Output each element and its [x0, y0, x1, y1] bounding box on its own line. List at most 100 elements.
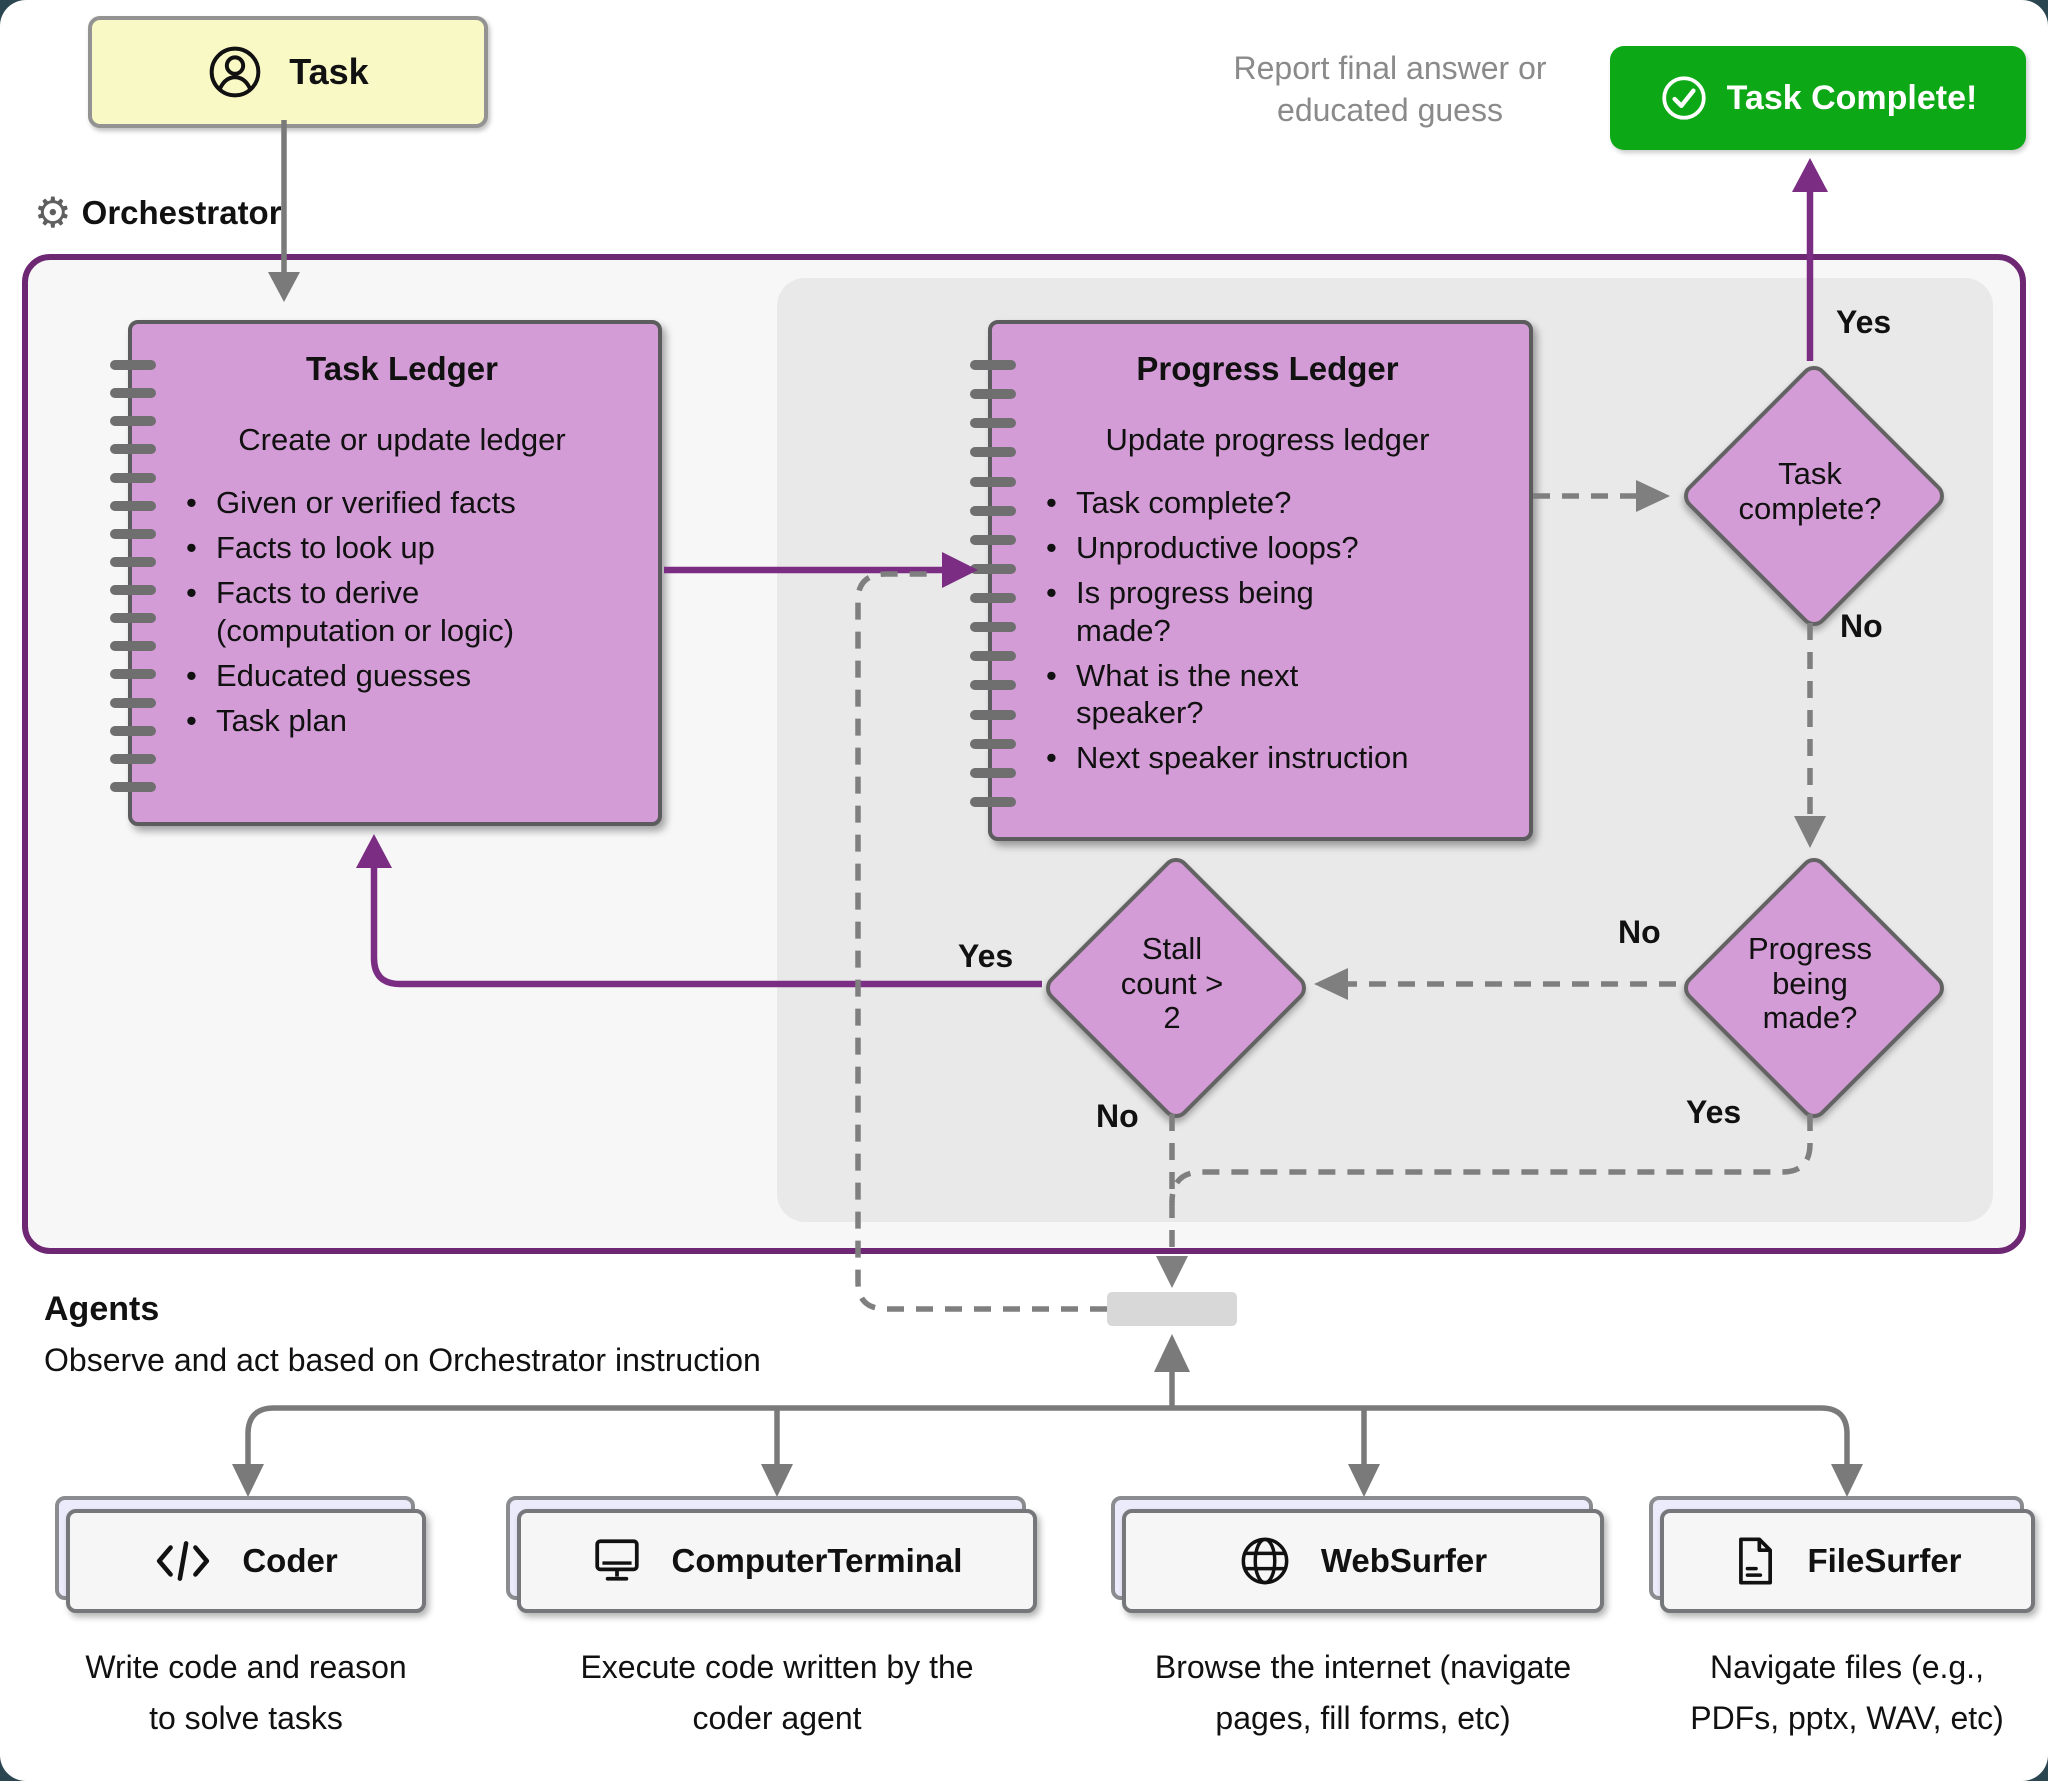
- ledger-item: Task complete?: [1036, 484, 1499, 521]
- globe-icon: [1241, 1537, 1289, 1585]
- code-icon: [157, 1541, 210, 1581]
- ledger-item: Facts to look up: [176, 529, 628, 566]
- arrowhead: [1156, 1256, 1188, 1288]
- notebook-ring: [970, 505, 1016, 516]
- label-progress-no: No: [1618, 914, 1661, 950]
- task-ledger-intro: Create or update ledger: [238, 422, 566, 457]
- notebook-ring: [970, 796, 1016, 807]
- notebook-ring: [970, 418, 1016, 429]
- progress-ledger-items: Task complete? Unproductive loops? Is prog…: [1036, 484, 1499, 777]
- arrowhead: [232, 1464, 264, 1497]
- monitor-icon: [594, 1539, 639, 1581]
- decision-stall-count: Stall count > 2: [1040, 852, 1312, 1124]
- agents-subheading: Observe and act based on Orchestrator in…: [44, 1342, 761, 1378]
- notebook-ring: [110, 697, 156, 708]
- notebook-ring: [970, 447, 1016, 458]
- progress-ledger-intro: Update progress ledger: [1105, 422, 1430, 457]
- label-stall-no: No: [1096, 1098, 1139, 1134]
- agent-desc-computerterminal: Execute code written by the coder agent: [580, 1649, 974, 1737]
- decision-progress-text: Progress being made?: [1747, 930, 1873, 1036]
- notebook-rings: [970, 360, 1016, 807]
- label-progress-yes: Yes: [1686, 1094, 1742, 1130]
- ledger-item: Educated guesses: [176, 657, 628, 694]
- task-ledger: Task Ledger Create or update ledger Give…: [110, 320, 662, 826]
- arrowhead: [1831, 1464, 1863, 1497]
- file-icon: [1739, 1537, 1773, 1585]
- notebook-ring: [110, 360, 156, 370]
- ledger-item: Is progress being made?: [1036, 574, 1499, 648]
- edge-agents-branches: [245, 1405, 1850, 1464]
- task-complete-label: Task Complete!: [1726, 78, 1978, 117]
- notebook-ring: [970, 680, 1016, 691]
- agent-desc-websurfer: Browse the internet (navigate pages, fil…: [1154, 1649, 1572, 1737]
- ledger-item: Next speaker instruction: [1036, 739, 1499, 776]
- decision-progress-being-made: Progress being made?: [1678, 852, 1950, 1124]
- notebook-ring: [970, 563, 1016, 574]
- task-ledger-title: Task Ledger: [306, 350, 498, 387]
- notebook-ring: [110, 725, 156, 736]
- task-ledger-items: Given or verified factsFacts to look upF…: [176, 484, 628, 739]
- arrowhead: [1792, 158, 1828, 192]
- agent-name: ComputerTerminal: [671, 1542, 963, 1579]
- notebook-ring: [970, 709, 1016, 720]
- notebook-ring: [970, 622, 1016, 633]
- agents-connector-stub: [1107, 1292, 1237, 1326]
- notebook-ring: [110, 500, 156, 511]
- notebook-ring: [970, 651, 1016, 662]
- notebook-ring: [970, 593, 1016, 603]
- ledger-item: Unproductive loops?: [1036, 529, 1499, 566]
- card-front: Coder: [66, 1509, 426, 1613]
- card-front: ComputerTerminal: [517, 1509, 1037, 1613]
- notebook-ring: [970, 476, 1016, 487]
- report-note: Report final answer or educated guess: [1233, 50, 1547, 128]
- arrowhead: [1154, 1334, 1190, 1372]
- notebook-ring: [970, 767, 1016, 778]
- decision-task-complete-text: Task complete?: [1738, 456, 1882, 526]
- notebook-ring: [110, 641, 156, 652]
- notebook-ring: [970, 360, 1016, 370]
- arrowhead: [1348, 1464, 1380, 1497]
- notebook-ring: [110, 585, 156, 595]
- task-box: Task: [88, 16, 488, 128]
- task-box-label: Task: [289, 51, 369, 92]
- orchestrator-label: ⚙ Orchestrator: [34, 192, 282, 234]
- agent-desc-filesurfer: Navigate files (e.g., PDFs, pptx, WAV, e…: [1690, 1649, 2004, 1737]
- notebook-ring: [970, 738, 1016, 749]
- label-task-yes: Yes: [1836, 304, 1892, 340]
- agent-card-computerterminal: ComputerTerminal: [506, 1496, 1037, 1613]
- notebook-ring: [110, 781, 156, 792]
- agents-heading: Agents: [44, 1290, 160, 1328]
- user-icon: [209, 46, 261, 98]
- agent-card-coder: Coder: [55, 1496, 426, 1613]
- label-stall-yes: Yes: [958, 938, 1014, 974]
- notebook-ring: [110, 613, 156, 624]
- label-task-no: No: [1840, 608, 1883, 644]
- task-complete-badge: Task Complete!: [1610, 46, 2026, 150]
- notebook-ring: [110, 416, 156, 427]
- decision-task-complete: Task complete?: [1678, 360, 1950, 632]
- check-circle-icon: [1662, 76, 1706, 120]
- notebook-ring: [970, 389, 1016, 400]
- gear-icon: ⚙: [34, 189, 72, 236]
- notebook-ring: [110, 388, 156, 399]
- card-front: FileSurfer: [1660, 1509, 2035, 1613]
- ledger-item: Task plan: [176, 702, 628, 739]
- orchestrator-label-text: Orchestrator: [81, 194, 282, 231]
- progress-ledger-title: Progress Ledger: [1136, 350, 1399, 387]
- agent-name: Coder: [242, 1542, 338, 1579]
- decision-stall-text: Stall count > 2: [1120, 930, 1224, 1036]
- agent-desc-coder: Write code and reason to solve tasks: [85, 1649, 407, 1737]
- notebook-ring: [970, 534, 1016, 545]
- ledger-item: Facts to derive (computation or logic): [176, 574, 628, 648]
- arrowhead: [761, 1464, 793, 1497]
- agent-card-filesurfer: FileSurfer: [1649, 1496, 2035, 1613]
- progress-ledger: Progress Ledger Update progress ledger T…: [970, 320, 1533, 841]
- ledger-item: What is the next speaker?: [1036, 657, 1499, 731]
- notebook-ring: [110, 528, 156, 539]
- notebook-ring: [110, 556, 156, 567]
- notebook-ring: [110, 472, 156, 483]
- card-front: WebSurfer: [1122, 1509, 1604, 1613]
- agent-name: FileSurfer: [1807, 1542, 1962, 1579]
- agent-name: WebSurfer: [1320, 1542, 1488, 1579]
